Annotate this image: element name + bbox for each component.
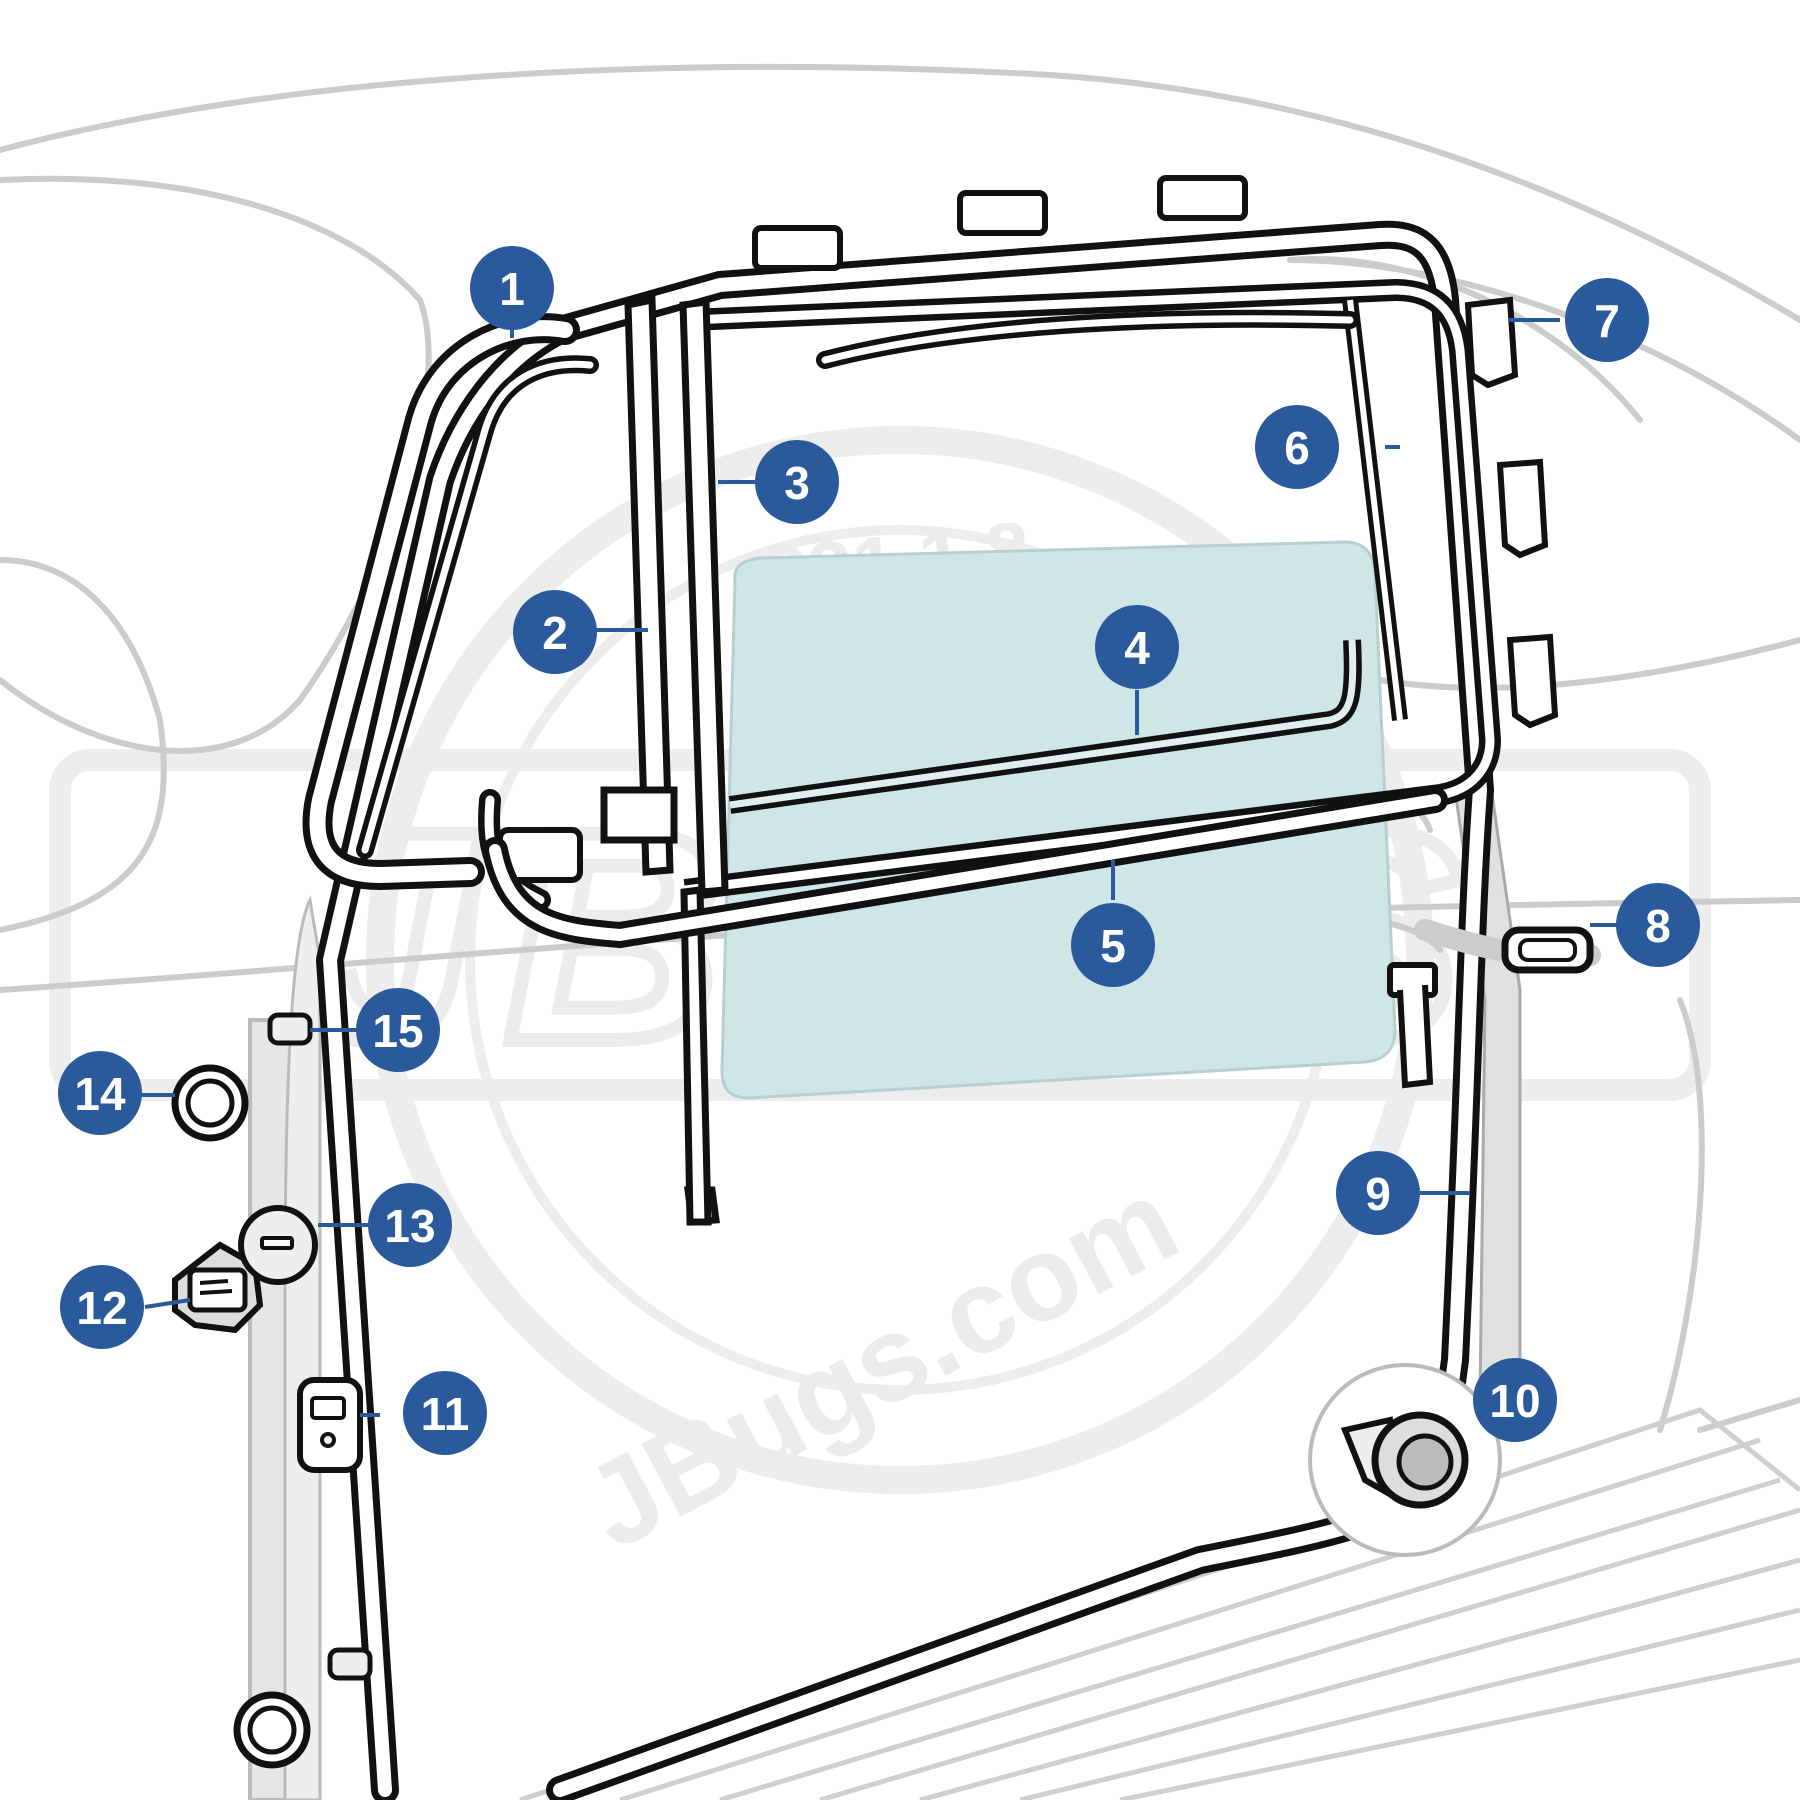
callout-11: 11 <box>403 1371 487 1455</box>
drain-grommet <box>1308 1363 1502 1557</box>
svg-text:7: 7 <box>1594 295 1620 347</box>
callout-3: 3 <box>755 440 839 524</box>
svg-text:2: 2 <box>542 607 568 659</box>
svg-text:14: 14 <box>74 1068 126 1120</box>
window-channel-seal <box>683 279 1501 901</box>
window-glass <box>720 540 1397 1100</box>
door-handle-gasket <box>1387 919 1601 1089</box>
callout-13: 13 <box>368 1183 452 1267</box>
leader-lines <box>108 318 1620 1417</box>
callout-7: 7 <box>1565 278 1649 362</box>
svg-text:1: 1 <box>499 263 525 315</box>
callout-1: 1 <box>470 246 554 330</box>
hinge-pin-grommets <box>171 1064 311 1769</box>
top-seal-clips <box>752 175 1248 271</box>
svg-text:5: 5 <box>1100 920 1126 972</box>
callout-6: 6 <box>1255 405 1339 489</box>
svg-text:15: 15 <box>372 1005 423 1057</box>
vent-post-seals <box>600 295 729 1226</box>
wiring-grommet <box>172 1241 264 1334</box>
outer-window-scraper <box>482 787 1448 949</box>
seal-retaining-clips <box>1464 296 1559 729</box>
door-check-gasket <box>297 1377 363 1473</box>
callout-5: 5 <box>1071 903 1155 987</box>
callout-8: 8 <box>1616 883 1700 967</box>
round-plug <box>238 1205 318 1285</box>
callout-4: 4 <box>1095 605 1179 689</box>
svg-text:9: 9 <box>1365 1168 1391 1220</box>
svg-text:3: 3 <box>784 457 810 509</box>
inner-window-scraper <box>728 639 1362 814</box>
watermark-url: JBugs.com <box>564 1153 1198 1575</box>
svg-text:8: 8 <box>1645 900 1671 952</box>
svg-text:4: 4 <box>1124 622 1150 674</box>
callout-15: 15 <box>356 988 440 1072</box>
callout-2: 2 <box>513 590 597 674</box>
callout-12: 12 <box>60 1265 144 1349</box>
callout-9: 9 <box>1336 1151 1420 1235</box>
svg-text:13: 13 <box>384 1200 435 1252</box>
svg-text:10: 10 <box>1489 1375 1540 1427</box>
callout-14: 14 <box>58 1051 142 1135</box>
top-scraper <box>816 309 1359 369</box>
callout-10: 10 <box>1473 1358 1557 1442</box>
callouts: 1 2 3 4 5 6 7 8 <box>58 246 1700 1455</box>
svg-text:11: 11 <box>421 1388 470 1440</box>
svg-text:12: 12 <box>76 1282 127 1334</box>
svg-text:6: 6 <box>1284 422 1310 474</box>
